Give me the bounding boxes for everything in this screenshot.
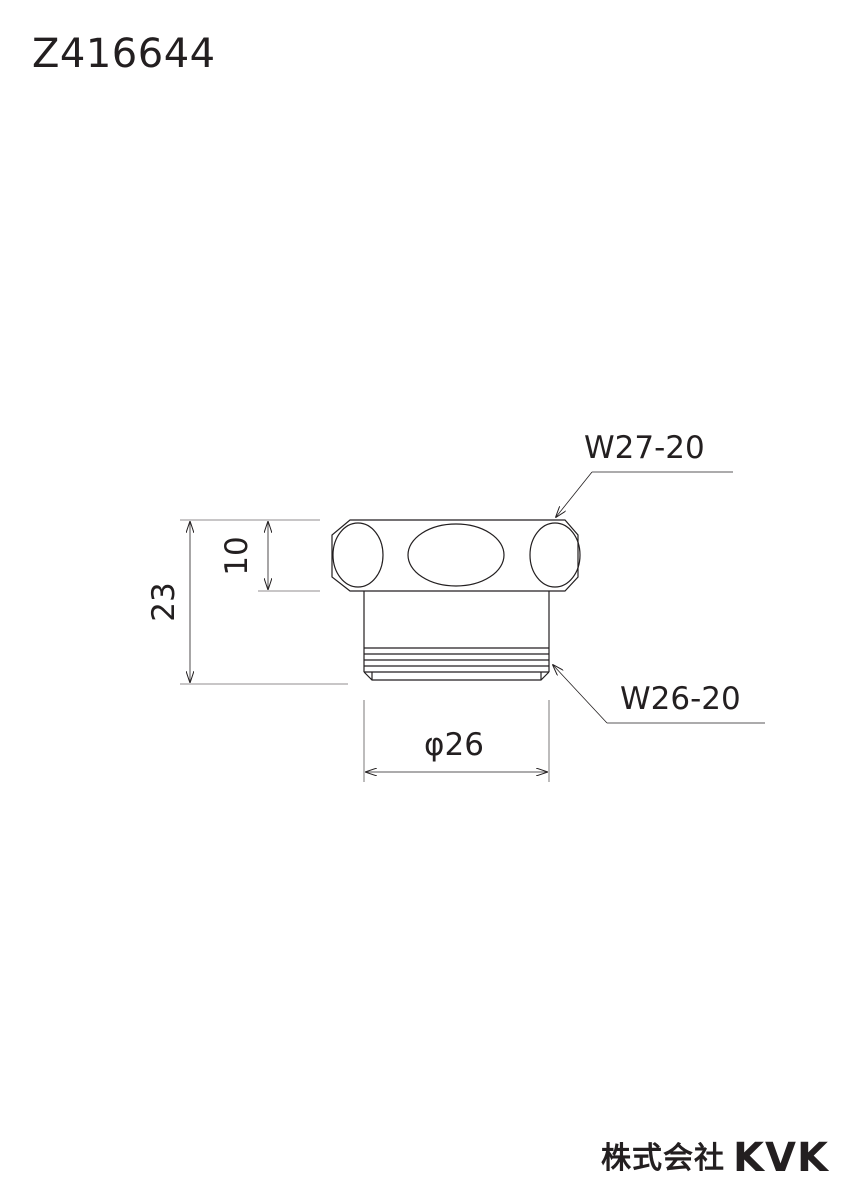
company-brand-logo: KVK [733,1135,829,1181]
extension-lines [180,519,550,782]
top-thread-label: W27-20 [584,430,705,466]
part-number-title: Z416644 [32,31,216,77]
total-height-label: 23 [146,582,182,621]
leader-bottom-thread [553,665,765,724]
hex-nut [331,519,581,592]
leader-top-thread [556,471,733,517]
company-name: 株式会社 [601,1141,725,1176]
diameter-label: φ26 [424,727,484,763]
threaded-body [363,591,550,681]
nut-height-label: 10 [219,536,255,575]
bottom-thread-label: W26-20 [620,681,741,717]
